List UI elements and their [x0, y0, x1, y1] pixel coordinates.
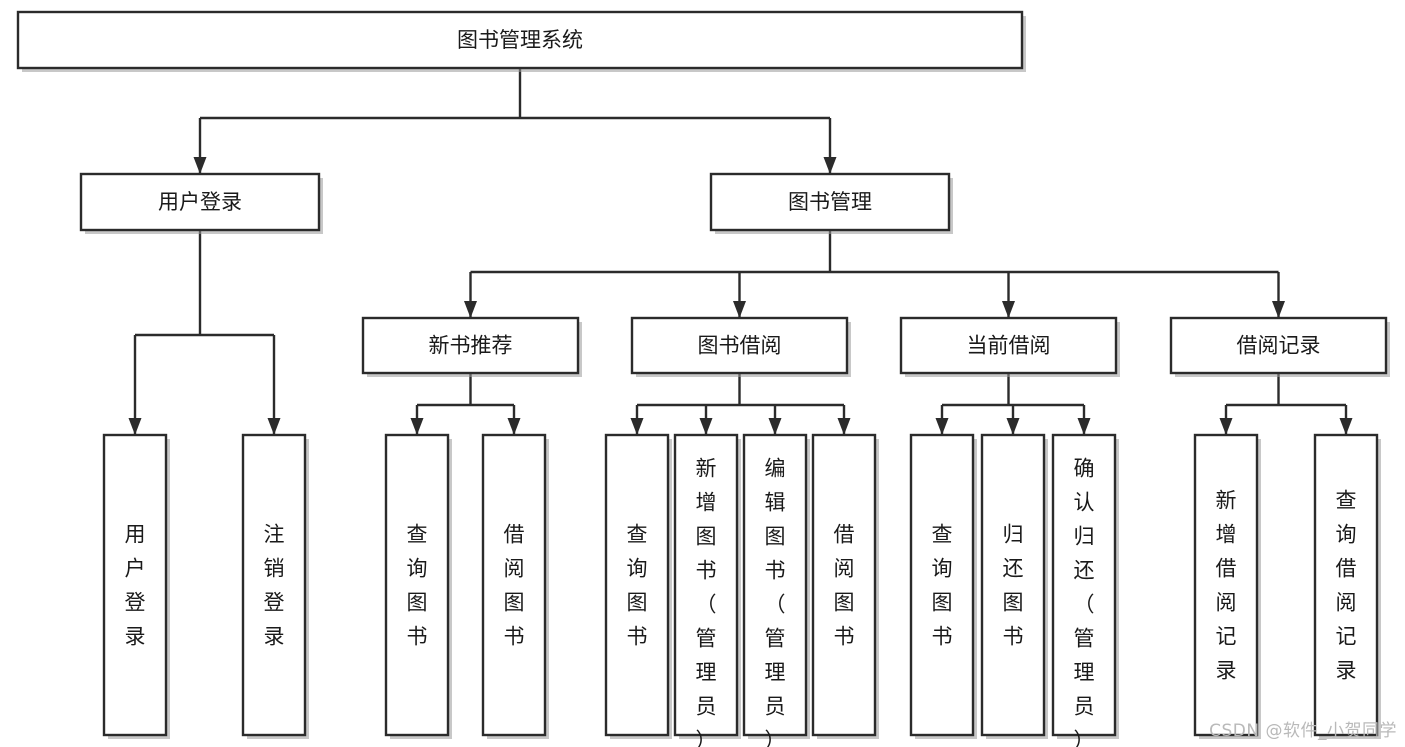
arrow-head-icon	[1006, 418, 1020, 435]
node-label-leaf-query-record: 查询借阅记录	[1336, 488, 1357, 682]
connector-edge-borrow-record	[1219, 373, 1353, 435]
node-box-new-book-recommend[interactable]	[361, 316, 580, 375]
arrow-head-icon	[464, 301, 477, 318]
node-box-leaf-add-book[interactable]	[673, 433, 739, 737]
node-label-leaf-edit-book: 编辑图书（管理员）	[765, 456, 786, 747]
node-root[interactable]: 图书管理系统	[16, 10, 1026, 72]
arrow-head-icon	[267, 418, 281, 435]
node-label-user-login: 用户登录	[158, 190, 242, 214]
node-leaf-return-book[interactable]: 归还图书	[980, 433, 1048, 739]
node-label-book-borrow: 图书借阅	[698, 334, 782, 358]
node-box-leaf-query-record[interactable]	[1313, 433, 1379, 737]
node-box-leaf-return-book[interactable]	[980, 433, 1046, 737]
arrow-head-icon	[768, 418, 782, 435]
arrow-head-icon	[410, 418, 424, 435]
arrow-head-icon	[1002, 301, 1015, 318]
node-box-current-borrow[interactable]	[899, 316, 1118, 375]
node-box-book-borrow[interactable]	[630, 316, 849, 375]
node-box-book-management[interactable]	[709, 172, 951, 232]
watermark: CSDN @软件_小贺同学	[1209, 721, 1397, 741]
node-user-login[interactable]: 用户登录	[79, 172, 323, 234]
node-box-user-login[interactable]	[79, 172, 321, 232]
arrow-head-icon	[1339, 418, 1353, 435]
arrow-head-icon	[823, 157, 837, 174]
node-label-leaf-add-book: 新增图书（管理员）	[696, 456, 717, 747]
arrow-head-icon	[1219, 418, 1233, 435]
node-leaf-confirm-return[interactable]: 确认归还（管理员）	[1051, 433, 1119, 747]
connector-edge-book-borrow	[630, 373, 851, 435]
arrow-head-icon	[837, 418, 851, 435]
node-box-leaf-add-record[interactable]	[1193, 433, 1259, 737]
node-label-new-book-recommend: 新书推荐	[429, 334, 513, 358]
node-box-leaf-query-book-recommend[interactable]	[384, 433, 450, 737]
node-label-leaf-return-book: 归还图书	[1003, 522, 1024, 648]
node-label-borrow-record: 借阅记录	[1237, 334, 1321, 358]
node-layer: 图书管理系统用户登录图书管理新书推荐图书借阅当前借阅借阅记录用户登录注销登录查询…	[16, 10, 1390, 747]
arrow-head-icon	[193, 157, 207, 174]
node-label-leaf-borrow-book-recommend: 借阅图书	[504, 522, 525, 648]
node-leaf-add-book[interactable]: 新增图书（管理员）	[673, 433, 741, 747]
arrow-head-icon	[630, 418, 644, 435]
node-box-borrow-record[interactable]	[1169, 316, 1388, 375]
node-box-leaf-logout[interactable]	[241, 433, 307, 737]
node-current-borrow[interactable]: 当前借阅	[899, 316, 1120, 377]
node-book-management[interactable]: 图书管理	[709, 172, 953, 234]
connector-edge-new-book-recommend	[410, 373, 521, 435]
arrow-head-icon	[128, 418, 142, 435]
node-new-book-recommend[interactable]: 新书推荐	[361, 316, 582, 377]
node-borrow-record[interactable]: 借阅记录	[1169, 316, 1390, 377]
node-label-current-borrow: 当前借阅	[967, 334, 1051, 358]
node-box-leaf-borrow-book-recommend[interactable]	[481, 433, 547, 737]
node-label-leaf-query-book-current: 查询图书	[932, 522, 953, 648]
node-label-leaf-query-book-borrow: 查询图书	[627, 522, 648, 648]
connector-edge-user-login	[128, 230, 281, 435]
node-label-root: 图书管理系统	[457, 28, 583, 52]
node-label-leaf-query-book-recommend: 查询图书	[407, 522, 428, 648]
node-label-leaf-confirm-return: 确认归还（管理员）	[1074, 456, 1095, 747]
node-box-root[interactable]	[16, 10, 1024, 70]
node-book-borrow[interactable]: 图书借阅	[630, 316, 851, 377]
node-box-leaf-edit-book[interactable]	[742, 433, 808, 737]
node-label-leaf-logout: 注销登录	[264, 522, 285, 648]
node-box-leaf-query-book-borrow[interactable]	[604, 433, 670, 737]
arrow-head-icon	[733, 301, 746, 318]
node-leaf-query-book-current[interactable]: 查询图书	[909, 433, 977, 739]
node-box-leaf-borrow-book[interactable]	[811, 433, 877, 737]
arrow-head-icon	[699, 418, 713, 435]
arrow-head-icon	[1272, 301, 1285, 318]
node-box-leaf-query-book-current[interactable]	[909, 433, 975, 737]
arrow-head-icon	[935, 418, 949, 435]
node-leaf-query-book-recommend[interactable]: 查询图书	[384, 433, 452, 739]
node-leaf-edit-book[interactable]: 编辑图书（管理员）	[742, 433, 810, 747]
arrow-head-icon	[507, 418, 521, 435]
connector-edge-book-management	[464, 230, 1285, 318]
node-leaf-borrow-book[interactable]: 借阅图书	[811, 433, 879, 739]
node-leaf-query-record[interactable]: 查询借阅记录	[1313, 433, 1381, 739]
node-leaf-logout[interactable]: 注销登录	[241, 433, 309, 739]
node-leaf-add-record[interactable]: 新增借阅记录	[1193, 433, 1261, 739]
connector-edge-current-borrow	[935, 373, 1091, 435]
arrow-head-icon	[1077, 418, 1091, 435]
connector-layer	[128, 68, 1353, 435]
node-label-book-management: 图书管理	[788, 190, 872, 214]
connector-edge-root	[193, 68, 837, 174]
node-leaf-query-book-borrow[interactable]: 查询图书	[604, 433, 672, 739]
node-box-leaf-user-login[interactable]	[102, 433, 168, 737]
node-leaf-user-login[interactable]: 用户登录	[102, 433, 170, 739]
node-leaf-borrow-book-recommend[interactable]: 借阅图书	[481, 433, 549, 739]
node-label-leaf-user-login: 用户登录	[125, 522, 146, 648]
node-label-leaf-borrow-book: 借阅图书	[834, 522, 855, 648]
node-box-leaf-confirm-return[interactable]	[1051, 433, 1117, 737]
node-label-leaf-add-record: 新增借阅记录	[1216, 488, 1237, 682]
